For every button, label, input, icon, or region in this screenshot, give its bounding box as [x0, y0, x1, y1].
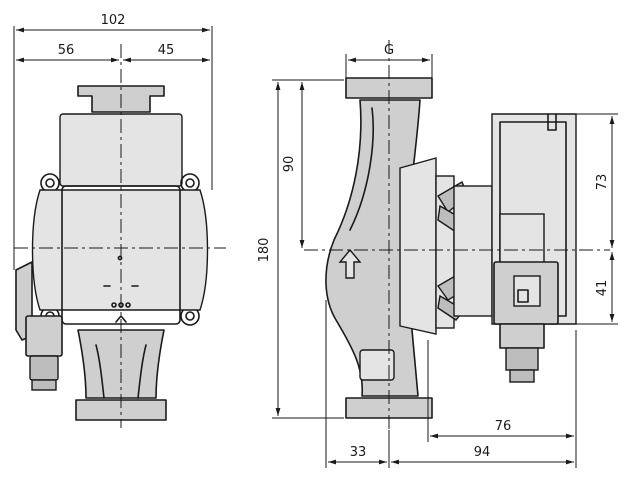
dim-depth-c: 94	[474, 445, 491, 460]
dim-half-height: 90	[282, 156, 297, 173]
dim-total-height: 180	[257, 238, 272, 263]
dim-overall-width: 102	[101, 13, 126, 28]
dim-depth-a: 76	[495, 419, 512, 434]
dim-lower-motor: 41	[595, 280, 610, 297]
side-dimensions: G 180 90 73 41 76 33 94	[257, 43, 618, 468]
front-dimensions: 102 56 45	[13, 13, 213, 270]
front-view	[14, 44, 226, 428]
dim-left-half: 56	[58, 43, 75, 58]
dim-depth-b: 33	[350, 445, 367, 460]
dim-port-size: G	[384, 43, 394, 58]
dim-right-half: 45	[158, 43, 175, 58]
dim-upper-motor: 73	[595, 174, 610, 191]
side-view	[304, 40, 610, 430]
